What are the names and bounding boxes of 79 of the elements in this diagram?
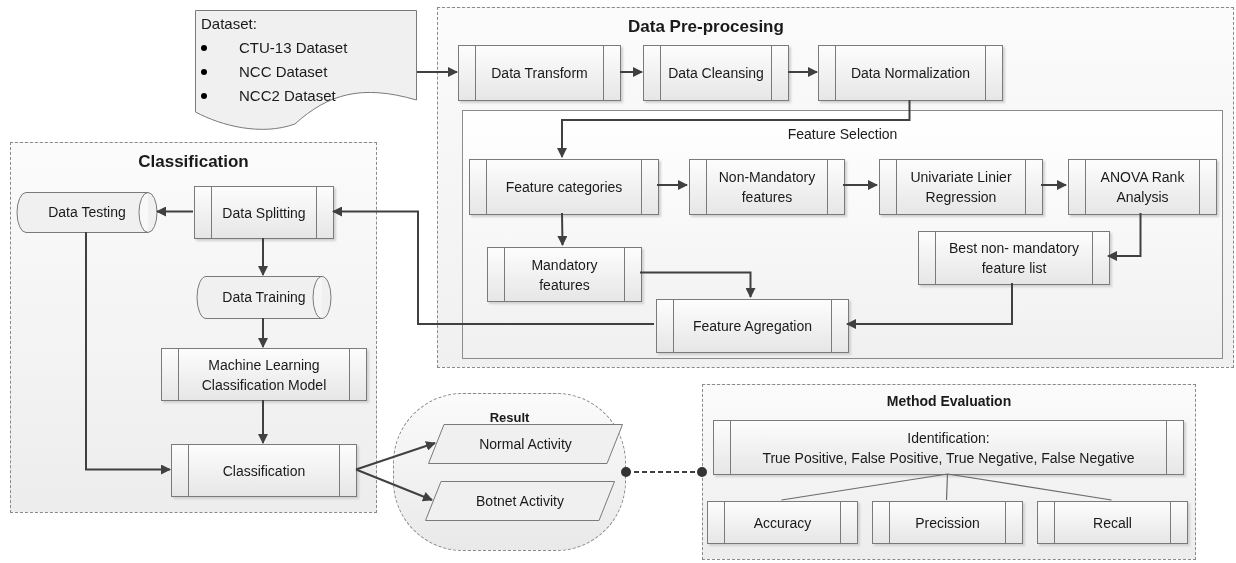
process-box — [194, 186, 334, 239]
node-label: Best non- mandatory feature list — [948, 239, 1080, 278]
group-panel — [10, 142, 377, 513]
node-label: Data Testing — [48, 203, 126, 222]
process-box — [458, 45, 621, 101]
node-label: Normal Activity — [479, 434, 572, 454]
arrow — [258, 317, 268, 348]
arrow — [656, 180, 688, 190]
process-box — [643, 45, 789, 101]
node-label: Non-Mandatory features — [717, 168, 817, 207]
node-label: ANOVA Rank Analysis — [1099, 168, 1186, 207]
section-box — [462, 110, 1223, 359]
process-box — [713, 420, 1184, 475]
association-line — [621, 467, 707, 477]
node-label: Classification — [138, 151, 249, 173]
arrow — [557, 212, 568, 246]
process-box — [487, 247, 642, 302]
node-label: Data Splitting — [222, 203, 306, 223]
node-label: Data Normalization — [850, 64, 971, 83]
node-label: Feature Selection — [787, 125, 898, 144]
node-label: Data Training — [222, 288, 306, 307]
connector-line — [946, 473, 1113, 501]
node-label: Data Pre-procesing — [628, 16, 784, 38]
arrow — [619, 67, 643, 77]
node-label: NCC2 Dataset — [239, 86, 336, 106]
arrow — [332, 206, 655, 325]
process-box — [872, 501, 1023, 544]
node-label: Method Evaluation — [886, 392, 1012, 411]
parallelogram-shape — [425, 481, 615, 521]
node-label: Univariate Linier Regression — [909, 168, 1013, 207]
node-label: Identification: — [907, 428, 990, 448]
arrow — [557, 99, 911, 158]
node-label: Classification — [222, 461, 306, 481]
process-box — [818, 45, 1003, 101]
node-label: Feature Agregation — [692, 317, 813, 336]
node-label: Data Cleansing — [668, 64, 764, 83]
process-box — [689, 159, 845, 215]
arrow — [1107, 212, 1142, 261]
arrow — [355, 468, 433, 502]
node-label: Accuracy — [753, 513, 812, 533]
node-label: CTU-13 Dataset — [239, 38, 348, 58]
node-label: Botnet Activity — [476, 491, 564, 511]
arrow — [842, 180, 878, 190]
process-box — [918, 231, 1110, 285]
arrow — [639, 271, 756, 298]
storage-cylinder — [16, 192, 158, 233]
node-label: Data Transform — [491, 64, 588, 83]
process-box — [707, 501, 858, 544]
connector-line — [945, 473, 949, 501]
node-label: Recall — [1093, 513, 1132, 533]
arrow — [85, 231, 171, 475]
arrow — [156, 206, 194, 217]
group-panel — [437, 7, 1234, 368]
arrow — [416, 67, 458, 77]
process-box — [1037, 501, 1188, 544]
arrow — [258, 399, 268, 444]
group-panel — [702, 384, 1196, 560]
node-label: Mandatory features — [530, 255, 599, 295]
node-label: True Positive, False Positive, True Negative, False Negative — [762, 448, 1135, 468]
process-box — [469, 159, 659, 215]
parallelogram-shape — [428, 424, 623, 464]
process-box — [656, 299, 849, 353]
arrow — [1040, 180, 1067, 190]
node-label: Machine Learning Classification Model — [200, 355, 328, 395]
node-label: NCC Dataset — [239, 62, 328, 82]
node-label: Dataset: — [201, 14, 258, 34]
node-label: Precission — [915, 513, 980, 533]
arrow — [355, 441, 436, 471]
arrow — [846, 282, 1013, 329]
process-box — [1068, 159, 1217, 215]
node-label: Feature categories — [505, 178, 623, 197]
process-box — [171, 444, 357, 497]
arrow — [787, 67, 818, 77]
connector-line — [780, 473, 949, 501]
storage-cylinder — [196, 276, 332, 319]
process-box — [161, 348, 367, 401]
arrow — [258, 237, 268, 276]
node-label: Result — [489, 409, 530, 427]
process-box — [879, 159, 1043, 215]
